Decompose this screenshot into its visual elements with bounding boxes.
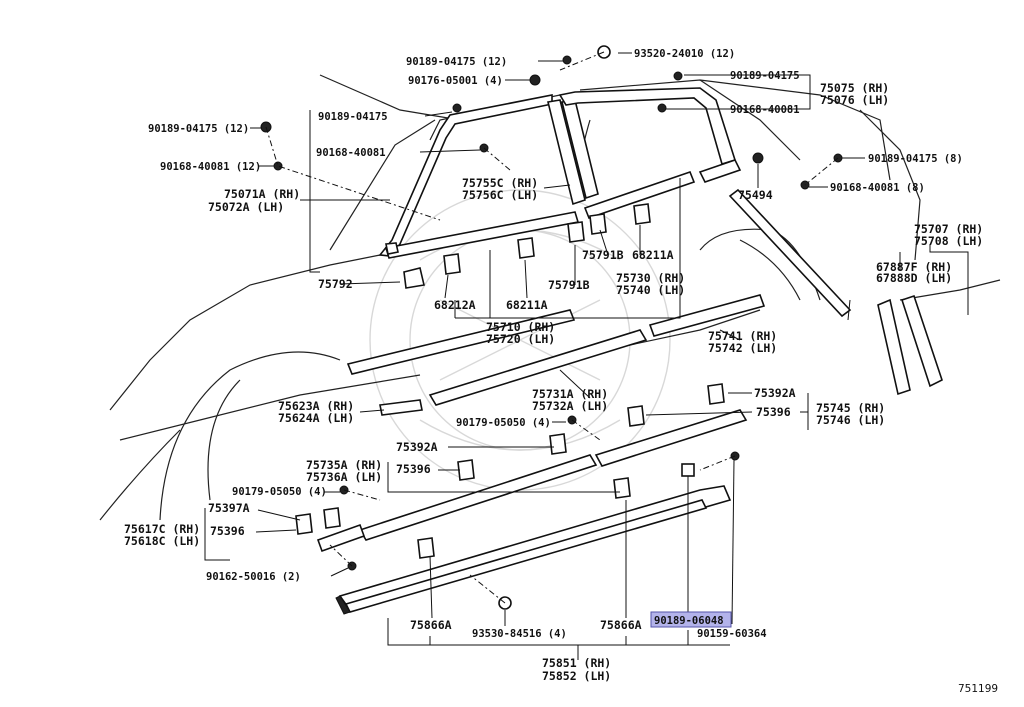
label-p15[interactable]: 75756C (LH) [462, 188, 538, 202]
label-p17[interactable]: 75071A (RH) [224, 187, 300, 201]
door-frame-moulding-front [378, 87, 742, 257]
label-p46[interactable]: 75735A (RH) [306, 458, 382, 472]
label-p14[interactable]: 75755C (RH) [462, 176, 538, 190]
label-p6[interactable]: 75076 (LH) [820, 93, 889, 107]
label-p19[interactable]: 75707 (RH) [914, 222, 983, 236]
car-body-outline [99, 74, 1001, 521]
label-p29[interactable]: 68212A [434, 298, 476, 312]
label-p36[interactable]: 75732A (LH) [532, 399, 608, 413]
label-p34[interactable]: 75742 (LH) [708, 341, 777, 355]
label-p57[interactable]: 90189-06048 [654, 615, 724, 627]
label-p11[interactable]: 90168-40081 (12) [160, 161, 261, 173]
label-p33[interactable]: 75741 (RH) [708, 329, 777, 343]
label-p47[interactable]: 75736A (LH) [306, 470, 382, 484]
label-p1[interactable]: 90189-04175 (12) [406, 56, 507, 68]
label-p61: 751199 [958, 683, 998, 695]
label-p12[interactable]: 90189-04175 (8) [868, 153, 963, 165]
label-p30[interactable]: 68211A [506, 298, 548, 312]
label-p25[interactable]: 75730 (RH) [616, 271, 685, 285]
label-p27[interactable]: 75792 [318, 277, 353, 291]
rocker-panel [335, 485, 732, 615]
label-p37[interactable]: 75623A (RH) [278, 399, 354, 413]
label-p44[interactable]: 75392A [396, 440, 438, 454]
label-p56[interactable]: 75866A [600, 618, 642, 632]
label-p41[interactable]: 75745 (RH) [816, 401, 885, 415]
label-p49[interactable]: 75397A [208, 501, 250, 515]
label-p52[interactable]: 75396 [210, 524, 245, 538]
label-p58[interactable]: 90159-60364 [697, 628, 767, 640]
label-p40[interactable]: 75396 [756, 405, 791, 419]
label-p2[interactable]: 93520-24010 (12) [634, 48, 735, 60]
label-p20[interactable]: 75708 (LH) [914, 234, 983, 248]
label-p45[interactable]: 75396 [396, 462, 431, 476]
label-p4[interactable]: 90189-04175 [730, 70, 800, 82]
label-p28[interactable]: 75791B [548, 278, 590, 292]
door-edge-mouldings [877, 294, 943, 396]
label-p54[interactable]: 75866A [410, 618, 452, 632]
quarter-strip [728, 188, 852, 318]
label-p13[interactable]: 90168-40081 (8) [830, 182, 925, 194]
label-p22[interactable]: 68211A [632, 248, 674, 262]
label-p35[interactable]: 75731A (RH) [532, 387, 608, 401]
label-p26[interactable]: 75740 (LH) [616, 283, 685, 297]
label-p3[interactable]: 90176-05001 (4) [408, 75, 503, 87]
clips-and-fasteners [260, 45, 843, 610]
door-side-mouldings [316, 294, 766, 553]
label-p7[interactable]: 90189-04175 [318, 111, 388, 123]
label-p55[interactable]: 93530-84516 (4) [472, 628, 567, 640]
label-p5[interactable]: 75075 (RH) [820, 81, 889, 95]
label-p31[interactable]: 75710 (RH) [486, 320, 555, 334]
label-p38[interactable]: 75624A (LH) [278, 411, 354, 425]
label-p24[interactable]: 67888D (LH) [876, 271, 952, 285]
label-p39[interactable]: 75392A [754, 386, 796, 400]
label-p50[interactable]: 75617C (RH) [124, 522, 200, 536]
label-p8[interactable]: 90168-40081 [730, 104, 800, 116]
label-p59[interactable]: 75851 (RH) [542, 656, 611, 670]
label-p10[interactable]: 90168-40081 [316, 147, 386, 159]
label-p16[interactable]: 75494 [738, 188, 773, 202]
label-p18[interactable]: 75072A (LH) [208, 200, 284, 214]
leader-lines [204, 52, 969, 660]
label-p9[interactable]: 90189-04175 (12) [148, 123, 249, 135]
label-p60[interactable]: 75852 (LH) [542, 669, 611, 683]
label-p51[interactable]: 75618C (LH) [124, 534, 200, 548]
label-p48[interactable]: 90179-05050 (4) [232, 486, 327, 498]
label-p23[interactable]: 67887F (RH) [876, 260, 952, 274]
highlight-box [650, 611, 732, 628]
label-p42[interactable]: 75746 (LH) [816, 413, 885, 427]
guide-lines [265, 51, 839, 604]
label-p21[interactable]: 75791B [582, 248, 624, 262]
label-p53[interactable]: 90162-50016 (2) [206, 571, 301, 583]
label-p32[interactable]: 75720 (LH) [486, 332, 555, 346]
label-p43[interactable]: 90179-05050 (4) [456, 417, 551, 429]
part-labels: 90189-04175 (12) 93520-24010 (12) 90176-… [124, 48, 998, 695]
